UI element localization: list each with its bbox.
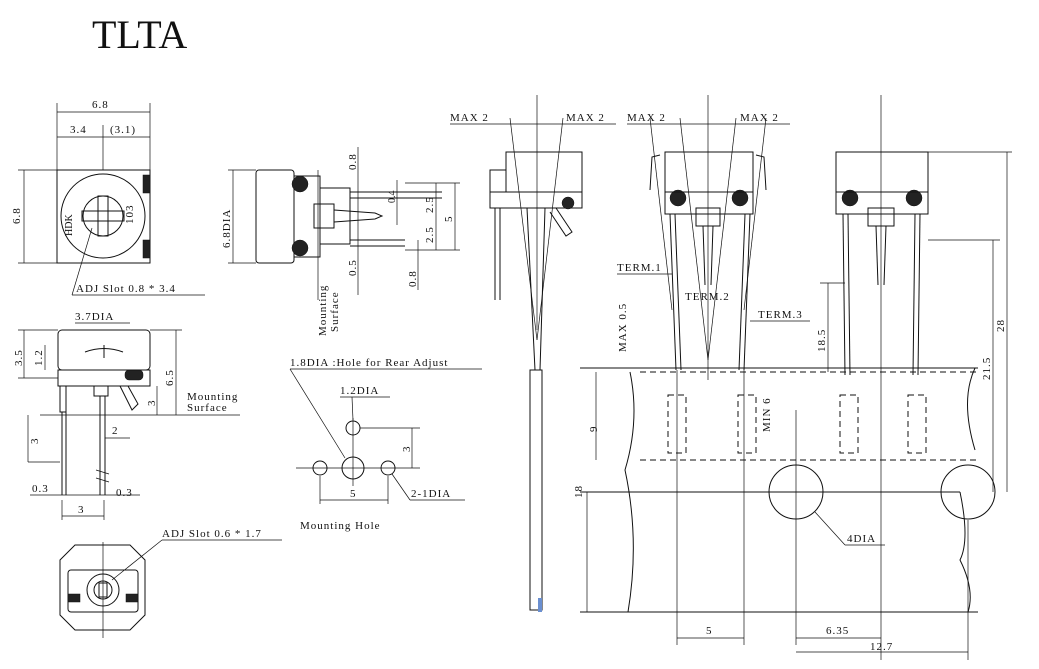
tape-view: MAX 2 MAX 2 MAX 2 MAX 2 [450,95,1012,660]
dim-ls-65: 6.5 [164,369,176,386]
marking-hdk: HDK [64,214,75,236]
dim-ls-03b: 0.3 [116,487,133,499]
dim-635: 6.35 [826,625,849,637]
dim-side-25b: 2.5 [424,226,436,243]
dim-ls-3a: 3 [146,400,158,407]
dim-front-height: 6.8 [11,207,23,224]
rear-adjust-label: 1.8DIA :Hole for Rear Adjust [290,357,448,369]
side-mounting-1: Mounting [317,285,329,336]
dim-ls-dia: 3.7DIA [75,311,114,323]
dim-28: 28 [995,319,1007,332]
bottom-view: ADJ Slot 0.6 * 1.7 [59,528,282,638]
dim-ls-3b: 3 [29,438,41,445]
dim-9: 9 [588,426,600,433]
max2-label-1: MAX 2 [450,112,489,124]
drawing-title: TLTA [92,12,187,57]
mh-dim-3: 3 [401,446,413,453]
ls-mounting-2: Surface [187,402,228,414]
max2-label-3: MAX 2 [627,112,666,124]
left-side-view: 3.7DIA 3.5 1.2 6.5 3 Mounting Surface 3 … [13,311,240,520]
dim-side-04: 0.4 [387,191,398,204]
side-view: 6.8DIA 0.8 0.5 0.4 2.5 2.5 5 0.8 Mountin… [221,147,460,336]
min6-label: MIN 6 [761,397,773,432]
max2-label-4: MAX 2 [740,112,779,124]
dim-max05: MAX 0.5 [617,303,629,352]
dia-21-label: 2-1DIA [411,488,451,500]
front-slot-label: ADJ Slot 0.8 * 3.4 [76,283,176,295]
term1-label: TERM.1 [617,262,662,274]
dim-side-08-bottom: 0.8 [407,270,419,287]
dia-12-label: 1.2DIA [340,385,379,397]
dim-side-05: 0.5 [347,259,359,276]
dim-side-dia: 6.8DIA [221,209,233,248]
bottom-slot-label: ADJ Slot 0.6 * 1.7 [162,528,262,540]
mounting-hole-caption: Mounting Hole [300,520,381,532]
max2-label-2: MAX 2 [566,112,605,124]
dim-ls-35: 3.5 [13,349,25,366]
dim-side-25a: 2.5 [424,196,436,213]
dim-tape-5: 5 [706,625,713,637]
dim-ls-03a: 0.3 [32,483,49,495]
term2-label: TERM.2 [685,291,730,303]
side-mounting-2: Surface [329,291,341,332]
ls-mounting-1: Mounting [187,391,238,403]
dim-front-right: (3.1) [110,124,136,136]
term3-label: TERM.3 [758,309,803,321]
dim-side-08-top: 0.8 [347,153,359,170]
dim-front-width: 6.8 [92,99,109,111]
dim-ls-2: 2 [112,425,119,437]
front-view: 6.8 3.4 (3.1) 6.8 HDK 103 ADJ Slot 0.8 *… [11,99,205,296]
dim-215: 21.5 [981,357,993,380]
dim-127: 12.7 [870,641,893,653]
dim-185: 18.5 [816,329,828,352]
mounting-hole: 1.8DIA :Hole for Rear Adjust 1.2DIA 3 5 … [289,357,482,532]
dim-ls-12: 1.2 [33,349,45,366]
marking-103: 103 [124,205,136,225]
dim-ls-3c: 3 [78,504,85,516]
dim-front-left: 3.4 [70,124,87,136]
mh-dim-5: 5 [350,488,357,500]
dia4-label: 4DIA [847,533,876,545]
dim-18: 18 [573,485,585,498]
dim-side-5: 5 [443,216,455,223]
